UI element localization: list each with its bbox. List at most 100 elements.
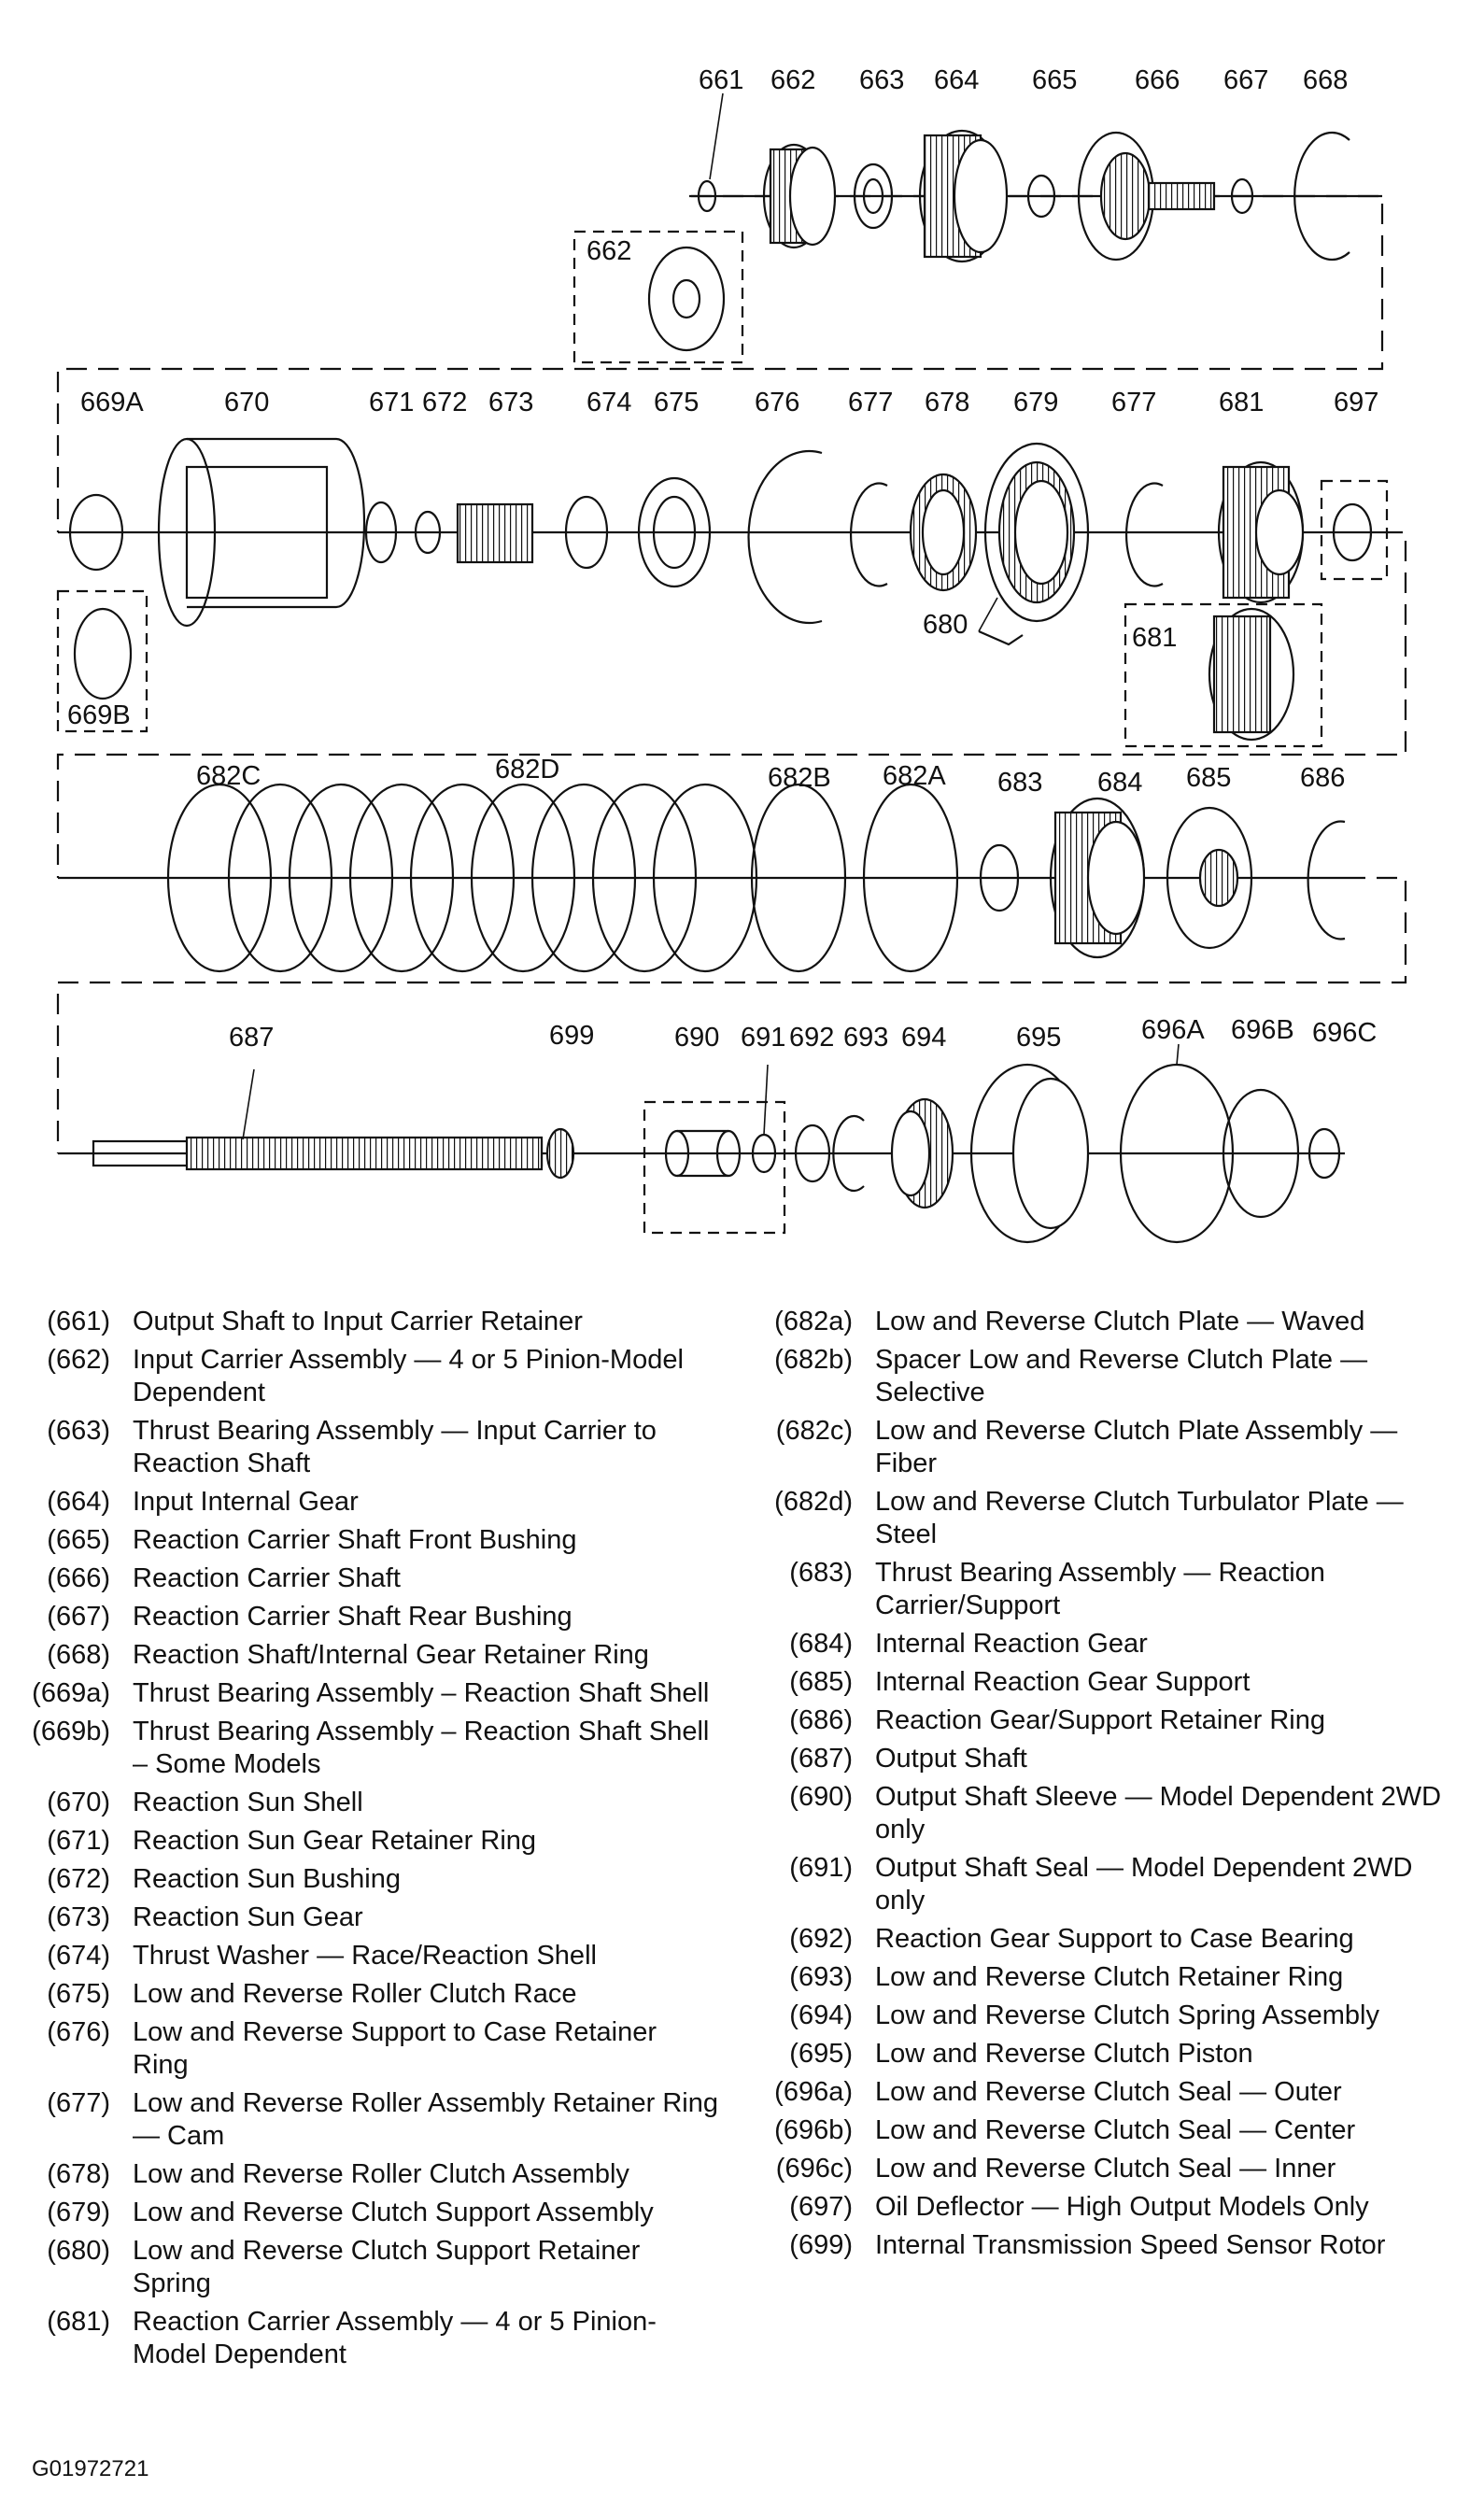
part-681-carrier	[1217, 460, 1305, 604]
part-668-ring	[1293, 131, 1350, 261]
legend-number: (663)	[47, 1416, 110, 1446]
label-676: 676	[755, 388, 799, 417]
legend-number: (676)	[47, 2017, 110, 2047]
part-670-shell	[157, 437, 366, 628]
label-680: 680	[923, 610, 968, 640]
legend-item: (663)Thrust Bearing Assembly — Input Car…	[28, 1415, 719, 1480]
part-693-ring	[832, 1114, 865, 1193]
legend-description: Input Carrier Assembly — 4 or 5 Pinion-M…	[133, 1345, 684, 1407]
part-682b-spacer	[750, 783, 847, 973]
legend-item: (675)Low and Reverse Roller Clutch Race	[28, 1978, 719, 2011]
label-662: 662	[770, 65, 815, 95]
legend-item: (683)Thrust Bearing Assembly — Reaction …	[770, 1557, 1462, 1622]
label-693: 693	[843, 1023, 888, 1053]
part-675-race	[637, 476, 712, 588]
legend-number: (696b)	[774, 2115, 853, 2145]
legend-item: (687)Output Shaft	[770, 1743, 1462, 1775]
part-687-output-shaft	[92, 1136, 544, 1171]
part-678-roller-clutch	[909, 473, 978, 592]
legend-number: (692)	[789, 1924, 853, 1954]
legend-item: (682c)Low and Reverse Clutch Plate Assem…	[770, 1415, 1462, 1480]
legend-item: (696b) Low and Reverse Clutch Seal — Cent…	[770, 2114, 1462, 2147]
legend-description: Reaction Sun Gear Retainer Ring	[133, 1826, 537, 1856]
part-686-ring	[1307, 820, 1346, 940]
clutch-plates	[166, 783, 758, 973]
label-669a: 669A	[80, 388, 144, 417]
legend-number: (666)	[47, 1563, 110, 1593]
label-697: 697	[1334, 388, 1378, 417]
legend-number: (682b)	[774, 1345, 853, 1375]
legend-description: Low and Reverse Clutch Support Assembly	[133, 2198, 654, 2227]
legend-item: (669b)Thrust Bearing Assembly – Reaction…	[28, 1716, 719, 1781]
part-671-ring	[364, 501, 398, 564]
part-682a-waved-plate	[862, 783, 959, 973]
legend-description: Output Shaft Sleeve — Model Dependent 2W…	[875, 1782, 1442, 1845]
part-663-bearing	[853, 163, 894, 230]
label-678: 678	[925, 388, 969, 417]
legend-number: (665)	[47, 1525, 110, 1555]
legend-item: (669a)Thrust Bearing Assembly – Reaction…	[28, 1677, 719, 1710]
inset-669b-bearing	[73, 607, 133, 700]
label-699: 699	[549, 1021, 594, 1051]
legend-item: (691) Output Shaft Seal — Model Dependent…	[770, 1852, 1462, 1917]
legend-item: (686)Reaction Gear/Support Retainer Ring	[770, 1704, 1462, 1737]
legend-description: Low and Reverse Roller Clutch Assembly	[133, 2159, 629, 2189]
legend-number: (684)	[789, 1629, 853, 1659]
part-690-sleeve	[664, 1129, 742, 1178]
label-674: 674	[587, 388, 631, 417]
legend-number: (675)	[47, 1979, 110, 2009]
legend-number: (695)	[789, 2039, 853, 2069]
inset-label-669b: 669B	[67, 700, 131, 730]
legend-item: (682d)Low and Reverse Clutch Turbulator …	[770, 1486, 1462, 1551]
legend-number: (693)	[789, 1962, 853, 1992]
label-685: 685	[1186, 763, 1231, 793]
label-694: 694	[901, 1023, 946, 1053]
legend-number: (664)	[47, 1487, 110, 1517]
part-661-ring	[697, 179, 717, 213]
label-672: 672	[422, 388, 467, 417]
label-675: 675	[654, 388, 699, 417]
legend-number: (667)	[47, 1602, 110, 1632]
part-667-bushing	[1230, 177, 1254, 215]
part-685-support	[1166, 806, 1253, 950]
legend-number: (696c)	[775, 2154, 853, 2184]
legend-description: Output Shaft Seal — Model Dependent 2WD …	[875, 1853, 1413, 1915]
inset-681-carrier	[1208, 607, 1295, 742]
label-692: 692	[789, 1023, 834, 1053]
label-687: 687	[229, 1023, 274, 1053]
legend-item: (681)Reaction Carrier Assembly — 4 or 5 …	[28, 2306, 719, 2371]
legend-description: Reaction Carrier Shaft	[133, 1563, 401, 1593]
label-691: 691	[741, 1023, 785, 1053]
part-676-ring	[747, 449, 823, 625]
legend-description: Low and Reverse Clutch Seal — Center	[875, 2115, 1356, 2145]
legend-description: Low and Reverse Clutch Retainer Ring	[875, 1962, 1344, 1992]
legend-item: (692)Reaction Gear Support to Case Beari…	[770, 1923, 1462, 1956]
legend-number: (661)	[47, 1307, 110, 1336]
legend-number: (677)	[47, 2088, 110, 2118]
legend-number: (672)	[47, 1864, 110, 1894]
label-670: 670	[224, 388, 269, 417]
legend-description: Low and Reverse Clutch Turbulator Plate …	[875, 1487, 1404, 1549]
label-695: 695	[1016, 1023, 1061, 1053]
legend-number: (678)	[47, 2159, 110, 2189]
part-665-bushing	[1026, 174, 1056, 219]
legend-description: Low and Reverse Clutch Support Retainer …	[133, 2236, 641, 2298]
legend-item: (674)Thrust Washer — Race/Reaction Shell	[28, 1940, 719, 1972]
label-696a: 696A	[1141, 1015, 1205, 1045]
legend-number: (683)	[789, 1558, 853, 1588]
part-666-shaft	[1077, 131, 1216, 261]
legend-number: (669a)	[32, 1678, 110, 1708]
legend-number: (697)	[789, 2192, 853, 2222]
legend-number: (679)	[47, 2198, 110, 2227]
label-677a: 677	[848, 388, 893, 417]
legend-number: (673)	[47, 1902, 110, 1932]
label-667: 667	[1223, 65, 1268, 95]
legend-description: Reaction Sun Gear	[133, 1902, 363, 1932]
legend-number: (691)	[789, 1853, 853, 1883]
label-665: 665	[1032, 65, 1077, 95]
legend-item: (695)Low and Reverse Clutch Piston	[770, 2038, 1462, 2071]
label-663: 663	[859, 65, 904, 95]
legend-number: (687)	[789, 1744, 853, 1774]
legend-item: (685)Internal Reaction Gear Support	[770, 1666, 1462, 1699]
legend-item: (694)Low and Reverse Clutch Spring Assem…	[770, 2000, 1462, 2032]
